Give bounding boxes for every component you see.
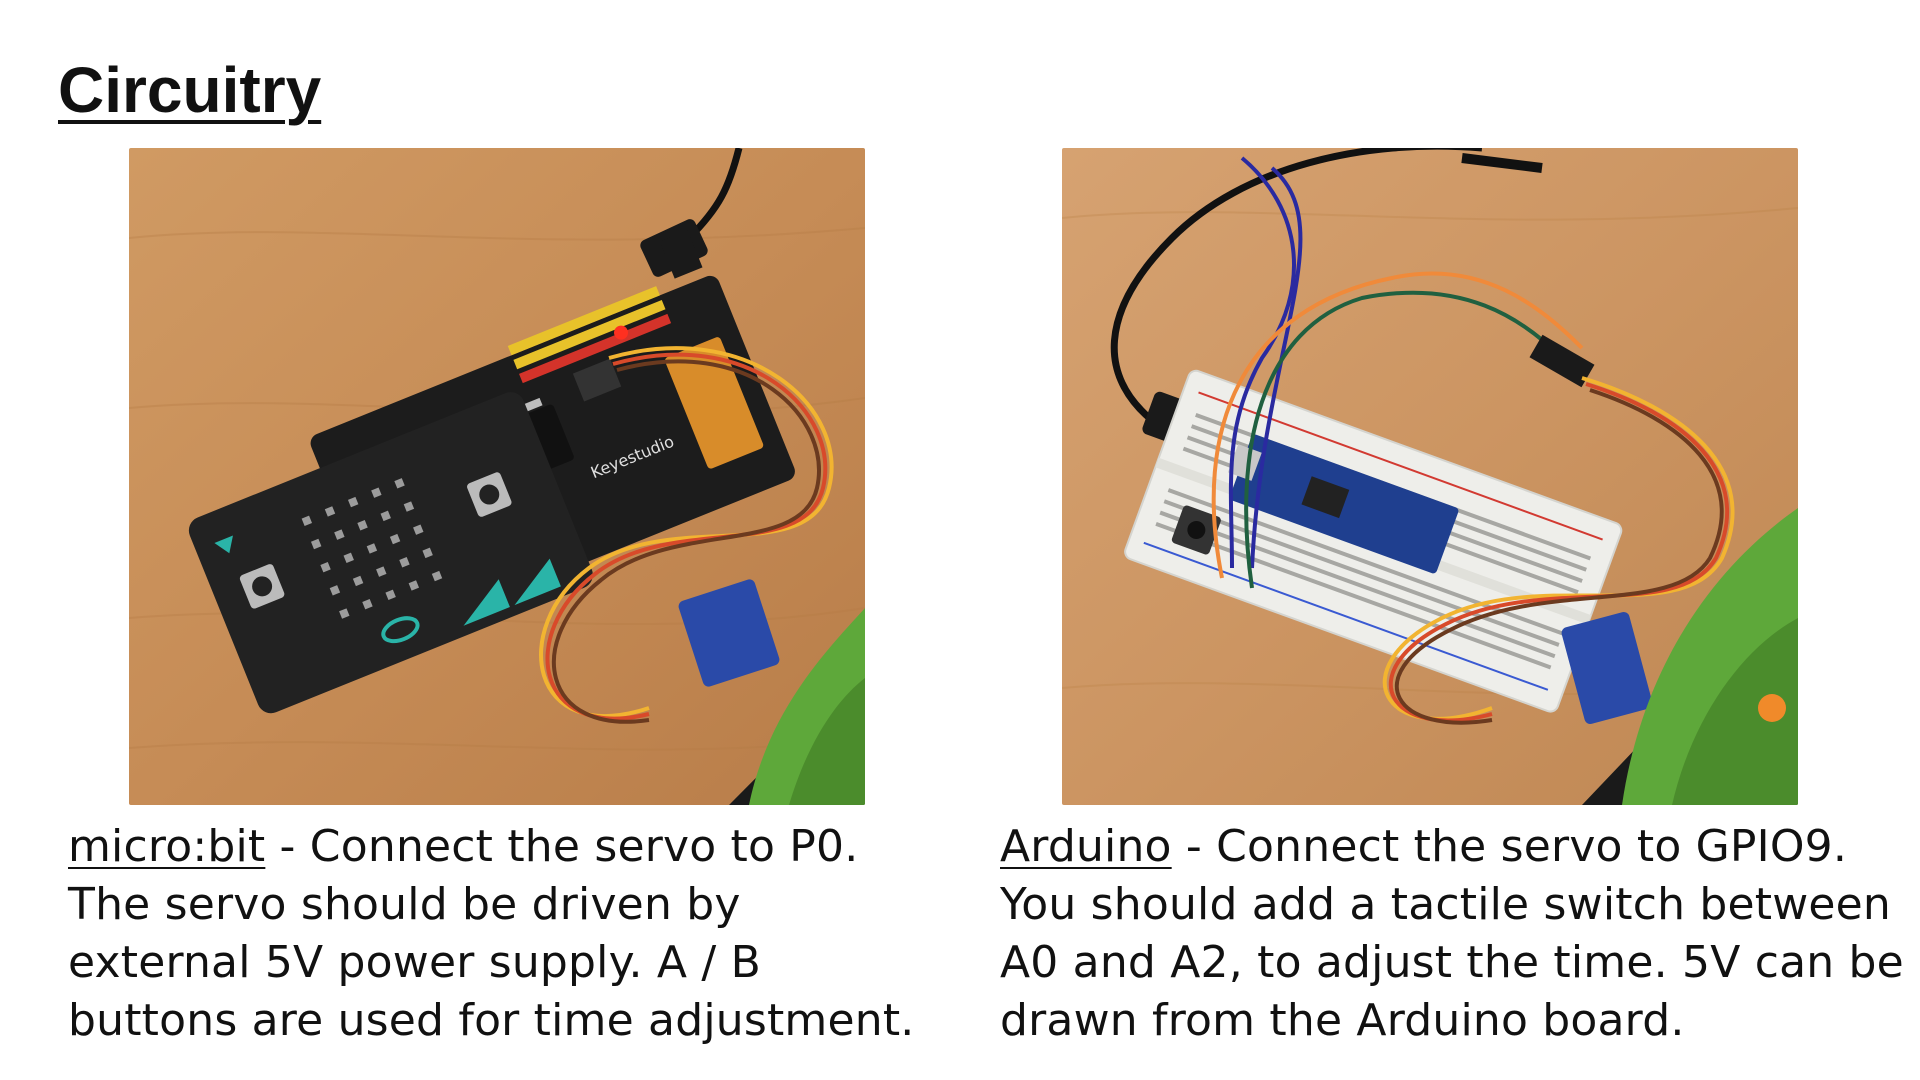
microbit-caption: micro:bit - Connect the servo to P0. The… — [68, 818, 928, 1050]
slide-title: Circuitry — [58, 54, 322, 126]
arduino-caption: Arduino - Connect the servo to GPIO9. Yo… — [1000, 818, 1905, 1050]
arduino-caption-line-3: A0 and A2, to adjust the time. 5V can be — [1000, 937, 1904, 988]
microbit-link[interactable]: micro:bit — [68, 821, 266, 872]
arduino-caption-line-1: Arduino - Connect the servo to GPIO9. — [1000, 818, 1905, 876]
arduino-caption-line-1-text: - Connect the servo to GPIO9. — [1171, 821, 1848, 872]
arduino-caption-line-2: You should add a tactile switch between — [1000, 879, 1892, 930]
microbit-caption-line-1: micro:bit - Connect the servo to P0. — [68, 818, 928, 876]
arduino-caption-line-4: drawn from the Arduino board. — [1000, 995, 1685, 1046]
microbit-caption-line-1-text: - Connect the servo to P0. — [265, 821, 859, 872]
arduino-circuit-photo — [1062, 148, 1798, 805]
microbit-circuit-photo: Keyestudio — [129, 148, 865, 805]
microbit-caption-line-2: The servo should be driven by — [68, 879, 741, 930]
microbit-caption-line-3: external 5V power supply. A / B — [68, 937, 762, 988]
arduino-link[interactable]: Arduino — [1000, 821, 1172, 872]
microbit-caption-line-4: buttons are used for time adjustment. — [68, 995, 915, 1046]
